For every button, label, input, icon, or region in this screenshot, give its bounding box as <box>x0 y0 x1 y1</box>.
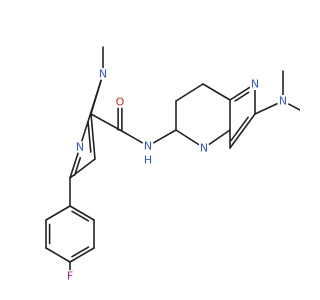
bond-C3-N2-second <box>73 157 82 176</box>
atom-label-bg-f <box>64 270 76 282</box>
atom-label-nq3: N <box>251 78 259 91</box>
bond-C2q-C4q-second <box>230 116 249 142</box>
bond-C5-C4-second <box>87 120 92 153</box>
bond-C8-C8a <box>202 83 231 101</box>
bond-c3-c4-second <box>71 246 90 258</box>
atom-label-bg-n2 <box>74 141 86 153</box>
bond-c6-c1 <box>45 205 71 221</box>
bond-C8a-Nq3-second <box>234 91 250 102</box>
bond-C_am-NH <box>119 129 144 144</box>
bond-N1-N2 <box>81 78 102 143</box>
atom-label-bg-nh <box>142 140 154 152</box>
atom-label-nh: N <box>144 140 152 153</box>
bond-NMe2-Me2 <box>287 103 300 111</box>
atom-label-hyd: H <box>144 154 152 167</box>
bond-C_am-C5 <box>90 113 121 131</box>
atom-label-bg-nq3 <box>249 78 261 90</box>
atom-label-n2: N <box>76 141 84 154</box>
atom-label-n1: N <box>99 68 107 81</box>
bond-NH-C6 <box>152 129 177 144</box>
atom-label-f: F <box>67 270 73 283</box>
atom-label-bg-nq1 <box>198 142 210 154</box>
bond-C8a-Nq3 <box>229 86 251 101</box>
atom-label-o: O <box>116 96 125 109</box>
bond-layer <box>45 46 300 271</box>
bond-C5-C4 <box>90 113 96 160</box>
bond-C3-N2 <box>69 151 79 179</box>
atom-label-bg-hyd <box>142 154 154 166</box>
bond-C5q-C8 <box>175 83 204 102</box>
atom-label-nme2: N <box>279 95 287 108</box>
bond-Nq1-C4a <box>208 129 231 146</box>
bond-C2q-NMe2 <box>254 102 279 115</box>
atom-label-nq1: N <box>200 142 208 155</box>
atom-label-bg-n1 <box>97 68 109 80</box>
bond-c4-c5 <box>45 247 71 263</box>
bond-c1-c2-second <box>71 210 90 222</box>
atom-label-bg-nme2 <box>277 95 289 107</box>
bond-C6-Nq1 <box>175 129 200 146</box>
bond-c1-c2 <box>69 205 95 221</box>
atom-label-bg-o <box>114 96 126 108</box>
bond-C2q-C4q <box>229 113 256 149</box>
bond-c3-c4 <box>69 247 95 263</box>
